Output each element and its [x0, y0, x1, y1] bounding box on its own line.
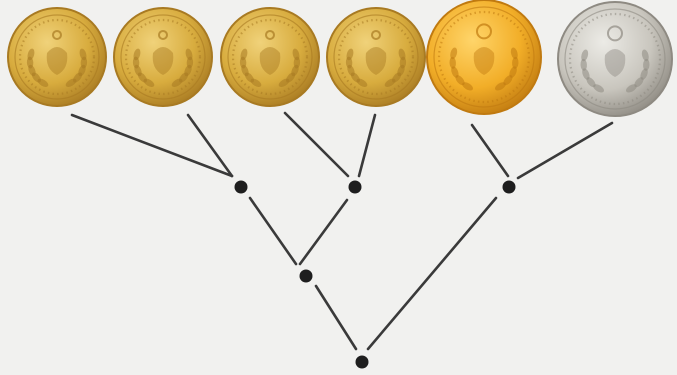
branch-line	[518, 123, 612, 178]
branch-lines	[72, 113, 612, 349]
node-group-1-4	[300, 270, 313, 283]
branch-line	[316, 286, 356, 349]
coin-6	[558, 2, 672, 116]
branch-line	[300, 200, 347, 264]
coin-2	[114, 8, 212, 106]
node-root	[356, 356, 369, 369]
node-pair-2	[349, 181, 362, 194]
branch-line	[368, 198, 496, 349]
coin-3	[221, 8, 319, 106]
branch-line	[72, 115, 232, 176]
branch-line	[250, 198, 296, 264]
node-pair-3	[503, 181, 516, 194]
branch-line	[359, 115, 375, 176]
coin-1	[8, 8, 106, 106]
coin-4	[327, 8, 425, 106]
branch-line	[472, 125, 508, 176]
node-pair-1	[235, 181, 248, 194]
branch-line	[285, 113, 348, 176]
coin-5	[427, 0, 541, 114]
